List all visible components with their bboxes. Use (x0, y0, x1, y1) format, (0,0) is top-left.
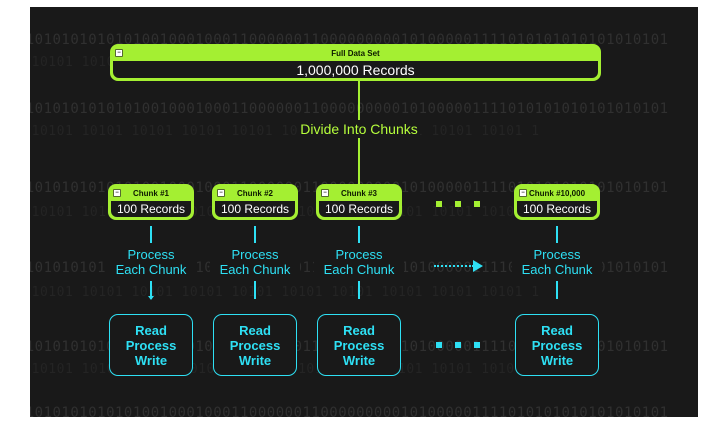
diagram-canvas: 0110101010101010100100010001100000011000… (30, 7, 698, 417)
collapse-toggle-icon[interactable]: − (115, 49, 123, 57)
collapse-toggle-icon[interactable]: − (113, 189, 121, 197)
read-process-write-box[interactable]: Read Process Write (317, 314, 401, 376)
ellipsis-dot (436, 342, 442, 348)
rpw-line: Write (238, 353, 272, 368)
connector-line (150, 226, 152, 243)
process-label: Process Each Chunk (314, 247, 404, 277)
rpw-line: Process (229, 338, 281, 353)
node-body: 100 Records (517, 201, 597, 217)
rpw-line: Read (135, 323, 167, 338)
ellipsis-dot (474, 342, 480, 348)
ellipsis-dot (436, 201, 442, 207)
binary-background-row: 1010 10101 10101 10101 10101 10101 10101… (30, 285, 540, 300)
node-header: − Chunk #3 (318, 186, 400, 201)
process-label: Process Each Chunk (512, 247, 602, 277)
process-label: Process Each Chunk (210, 247, 300, 277)
process-label-line: Each Chunk (115, 262, 187, 277)
node-header: − Full Data Set (112, 46, 599, 61)
divide-label: Divide Into Chunks (298, 120, 420, 138)
node-header: − Chunk #2 (214, 186, 296, 201)
process-label-line: Each Chunk (521, 262, 593, 277)
process-label-line: Process (127, 247, 175, 262)
connector-line (150, 281, 152, 299)
node-title: Chunk #1 (132, 189, 169, 198)
connector-line (254, 281, 256, 299)
connector-line (358, 281, 360, 299)
binary-background-row: 0110101010101010100100010001100000011000… (30, 405, 669, 417)
node-title: Chunk #2 (236, 189, 273, 198)
rpw-line: Read (343, 323, 375, 338)
collapse-toggle-icon[interactable]: − (217, 189, 225, 197)
process-label-line: Each Chunk (219, 262, 291, 277)
rpw-line: Process (333, 338, 385, 353)
ellipsis-dot (455, 342, 461, 348)
read-process-write-box[interactable]: Read Process Write (109, 314, 193, 376)
node-title: Chunk #3 (340, 189, 377, 198)
connector-line (556, 281, 558, 299)
process-label-line: Process (335, 247, 383, 262)
connector-line (358, 226, 360, 243)
collapse-toggle-icon[interactable]: − (321, 189, 329, 197)
node-title: Full Data Set (331, 49, 380, 58)
connector-line (254, 226, 256, 243)
ellipsis-dot (474, 201, 480, 207)
rpw-line: Process (531, 338, 583, 353)
full-data-set-node[interactable]: − Full Data Set 1,000,000 Records (110, 44, 601, 81)
arrow-down-icon (148, 296, 154, 300)
rpw-line: Read (541, 323, 573, 338)
chunk-node-1[interactable]: − Chunk #1 100 Records (108, 184, 194, 220)
process-label-line: Process (533, 247, 581, 262)
rpw-line: Process (125, 338, 177, 353)
process-label-line: Each Chunk (323, 262, 395, 277)
rpw-line: Read (239, 323, 271, 338)
rpw-line: Write (134, 353, 168, 368)
collapse-toggle-icon[interactable]: − (519, 189, 527, 197)
rpw-line: Write (540, 353, 574, 368)
node-body: 1,000,000 Records (113, 61, 598, 78)
read-process-write-box[interactable]: Read Process Write (515, 314, 599, 376)
process-label: Process Each Chunk (106, 247, 196, 277)
arrow-head-icon (473, 260, 483, 272)
node-header: − Chunk #1 (110, 186, 192, 201)
ellipsis-dot (455, 201, 461, 207)
process-label-line: Process (231, 247, 279, 262)
connector-line (556, 226, 558, 243)
ellipsis-dots-cyan (436, 342, 480, 348)
binary-background-row: 1010 10101 10101 10101 10101 10101 10101… (30, 124, 540, 139)
ellipsis-dots-green (436, 201, 480, 207)
chunk-node-2[interactable]: − Chunk #2 100 Records (212, 184, 298, 220)
read-process-write-box[interactable]: Read Process Write (213, 314, 297, 376)
node-header: − Chunk #10,000 (516, 186, 598, 201)
rpw-line: Write (342, 353, 376, 368)
binary-background-row: 0110101010101010100100010001100000011000… (30, 101, 669, 117)
node-body: 100 Records (215, 201, 295, 217)
dotted-arrow-line (434, 265, 474, 267)
node-title: Chunk #10,000 (528, 189, 586, 198)
node-body: 100 Records (111, 201, 191, 217)
node-body: 100 Records (319, 201, 399, 217)
chunk-node-10000[interactable]: − Chunk #10,000 100 Records (514, 184, 600, 220)
chunk-node-3[interactable]: − Chunk #3 100 Records (316, 184, 402, 220)
